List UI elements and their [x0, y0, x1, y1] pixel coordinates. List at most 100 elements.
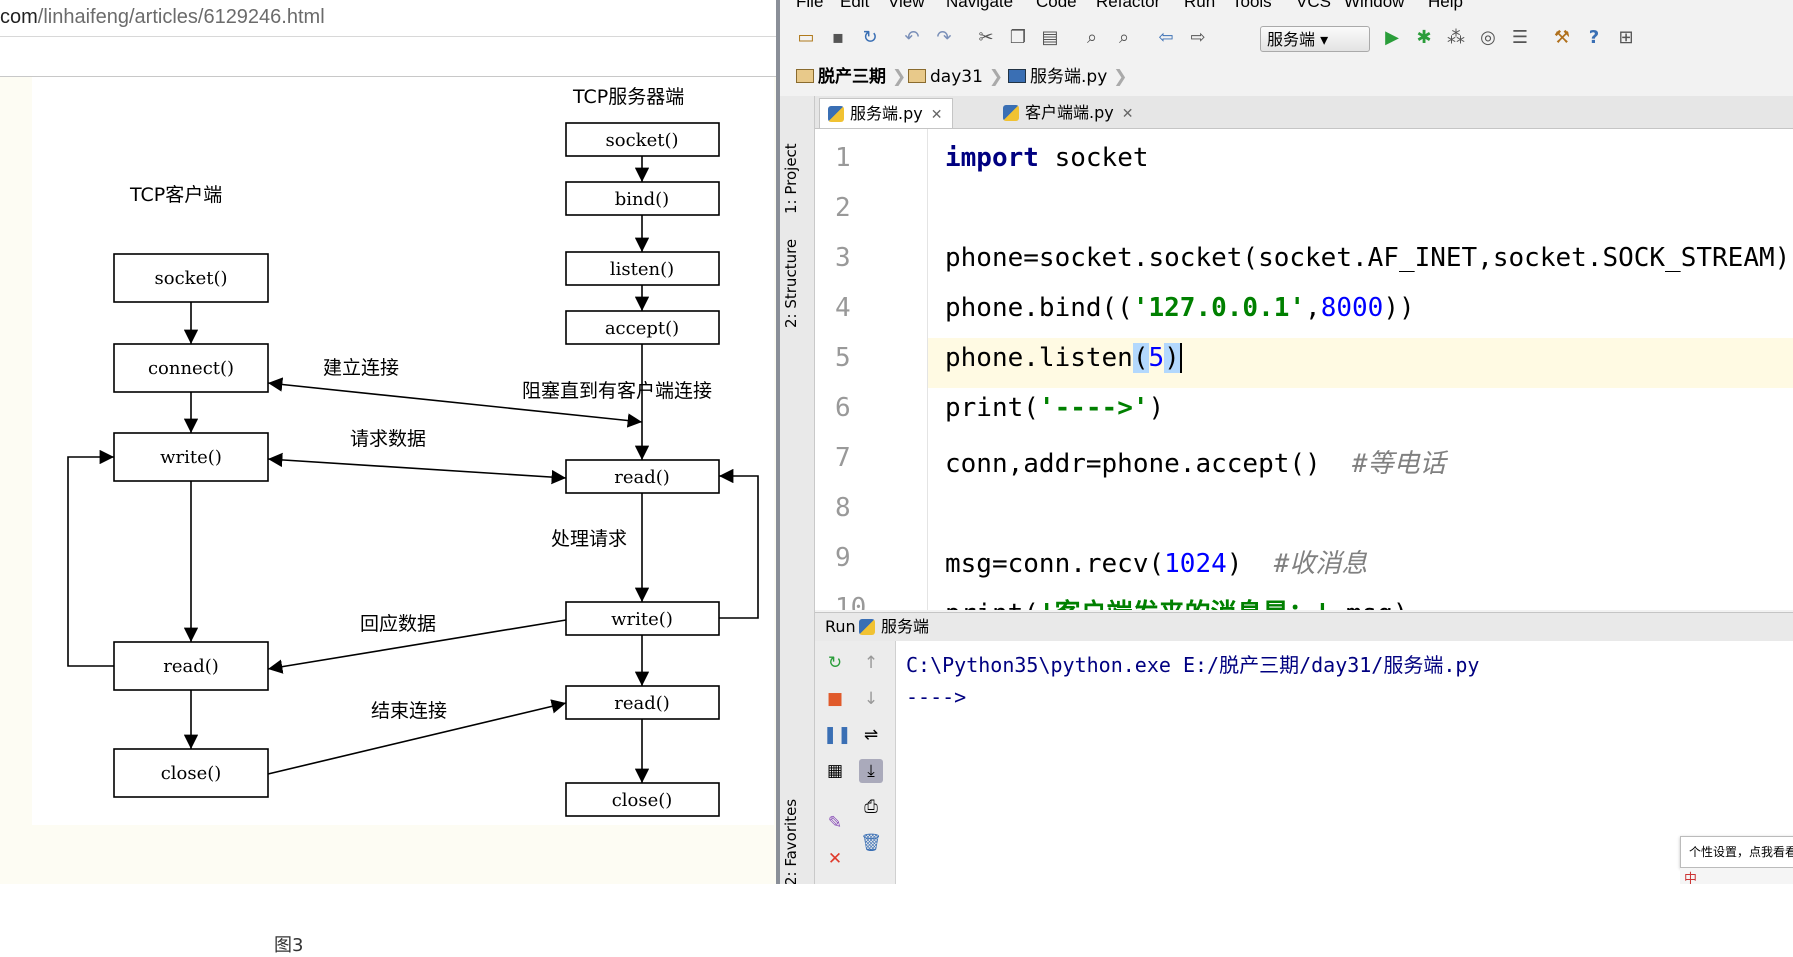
coverage-icon[interactable]: ⁂ — [1447, 27, 1465, 48]
console-line: C:\Python35\python.exe E:/脱产三期/day31/服务端… — [906, 653, 1480, 677]
run-config-dropdown[interactable]: 服务端 ▾ — [1260, 26, 1370, 52]
run-config-name[interactable]: 服务端 — [881, 617, 930, 636]
find-icon[interactable]: ⌕ — [1086, 27, 1098, 48]
tab-client-py[interactable]: 客户端端.py✕ — [995, 98, 1143, 128]
line-number: 9 — [835, 543, 851, 573]
menu-tools[interactable]: Tools — [1232, 0, 1272, 11]
toolbar: ▭ ▪ ↻ ↶ ↷ ✂ ❐ ▤ ⌕ ⌕ ⇦ ⇨ 服务端 ▾ ▶ ✱ ⁂ ◎ ☰ … — [780, 18, 1793, 60]
menu-code[interactable]: Code — [1036, 0, 1077, 11]
debug-icon[interactable]: ✱ — [1416, 27, 1432, 48]
sync-icon[interactable]: ↻ — [862, 27, 878, 48]
svg-text:bind(): bind() — [615, 189, 669, 210]
label-request: 请求数据 — [350, 428, 426, 450]
line-number: 3 — [835, 243, 851, 273]
run-config-label: 服务端 — [1267, 30, 1316, 49]
copy-icon[interactable]: ❐ — [1009, 27, 1027, 48]
structure-tool-tab[interactable]: 2: Structure — [782, 238, 800, 328]
breadcrumb-project[interactable]: 脱产三期❯ — [796, 62, 906, 92]
menu-refactor[interactable]: Refactor — [1096, 0, 1161, 11]
stop-icon[interactable]: ■ — [826, 689, 844, 709]
server-write-node: write() — [565, 601, 720, 636]
close-icon[interactable]: ✕ — [827, 849, 843, 869]
server-close-node: close() — [565, 782, 720, 817]
tcp-flow-diagram: TCP服务器端 TCP客户端 socket() bind() listen() … — [67, 86, 759, 817]
menu-file[interactable]: File — [796, 0, 824, 11]
menu-bar: File Edit View Navigate Code Refactor Ru… — [780, 0, 1793, 14]
server-title: TCP服务器端 — [572, 86, 684, 108]
paste-icon[interactable]: ▤ — [1041, 27, 1059, 48]
pause-icon[interactable]: ❚❚ — [823, 725, 852, 745]
python-file-icon — [1003, 105, 1019, 121]
divider — [0, 36, 777, 37]
help-icon[interactable]: ? — [1588, 27, 1600, 48]
svg-text:socket(): socket() — [155, 268, 228, 289]
redo-icon[interactable]: ↷ — [936, 27, 952, 48]
menu-run[interactable]: Run — [1184, 0, 1216, 11]
label-reply: 回应数据 — [360, 613, 436, 635]
soft-wrap-icon[interactable]: ⇌ — [863, 725, 879, 745]
line-number: 4 — [835, 293, 851, 323]
cut-icon[interactable]: ✂ — [978, 27, 994, 48]
scroll-to-end-icon[interactable]: ⤓ — [859, 759, 883, 783]
address-bar[interactable]: com/linhaifeng/articles/6129246.html — [0, 0, 777, 34]
save-icon[interactable]: ▪ — [831, 27, 845, 48]
code-line-7: conn,addr=phone.accept() #等电话 — [945, 449, 1446, 479]
forward-icon[interactable]: ⇨ — [1190, 27, 1206, 48]
breadcrumb-folder[interactable]: day31❯ — [908, 62, 1003, 92]
label-process: 处理请求 — [551, 528, 627, 550]
code-line-10: print('客户端发来的消息是：',msg) — [945, 593, 1409, 610]
plugin-icon[interactable]: ⊞ — [1618, 27, 1634, 48]
menu-edit[interactable]: Edit — [840, 0, 870, 11]
breadcrumb-file[interactable]: 服务端.py❯ — [1008, 62, 1128, 92]
server-listen-node: listen() — [565, 251, 720, 286]
layout-icon[interactable]: ▦ — [826, 761, 844, 781]
client-connect-node: connect() — [113, 343, 269, 393]
rerun-icon[interactable]: ↻ — [827, 653, 843, 673]
undo-icon[interactable]: ↶ — [904, 27, 920, 48]
scroll-up-icon[interactable]: ↑ — [863, 653, 879, 673]
line-number: 7 — [835, 443, 851, 473]
console-line: ----> — [906, 685, 967, 709]
tasks-icon[interactable]: ☰ — [1511, 27, 1529, 48]
svg-text:accept(): accept() — [605, 318, 679, 339]
folder-icon — [908, 69, 926, 83]
replace-icon[interactable]: ⌕ — [1118, 27, 1130, 48]
menu-help[interactable]: Help — [1428, 0, 1463, 11]
ide-window: File Edit View Navigate Code Refactor Ru… — [780, 0, 1793, 884]
notification-tooltip[interactable]: 个性设置，点我看看 — [1680, 836, 1793, 868]
menu-navigate[interactable]: Navigate — [946, 0, 1014, 11]
scroll-down-icon[interactable]: ↓ — [863, 689, 879, 709]
svg-text:write(): write() — [160, 447, 222, 468]
browser-window: com/linhaifeng/articles/6129246.html 图3 … — [0, 0, 777, 956]
client-title: TCP客户端 — [129, 184, 222, 206]
print-icon[interactable]: ⎙ — [864, 797, 878, 817]
trash-icon[interactable]: 🗑 — [860, 833, 882, 853]
tab-server-py[interactable]: 服务端.py✕ — [819, 98, 954, 128]
window-divider[interactable] — [776, 0, 780, 884]
close-icon[interactable]: ✕ — [930, 107, 943, 123]
client-socket-node: socket() — [113, 253, 269, 303]
menu-window[interactable]: Window — [1344, 0, 1405, 11]
project-tool-tab[interactable]: 1: Project — [782, 143, 800, 214]
run-console[interactable]: C:\Python35\python.exe E:/脱产三期/day31/服务端… — [896, 641, 1793, 884]
run-icon[interactable]: ▶ — [1385, 27, 1399, 48]
back-icon[interactable]: ⇦ — [1158, 27, 1174, 48]
svg-text:write(): write() — [611, 609, 673, 630]
editor-tab-bar: 服务端.py✕ 客户端端.py✕ — [815, 96, 1793, 129]
code-editor[interactable]: 1 2 3 4 5 6 7 8 9 10 import socket phone… — [815, 129, 1793, 610]
close-icon[interactable]: ✕ — [1121, 106, 1134, 122]
client-write-node: write() — [113, 432, 269, 482]
menu-vcs[interactable]: VCS — [1296, 0, 1331, 11]
favorites-tool-tab[interactable]: 2: Favorites — [782, 798, 800, 884]
server-accept-node: accept() — [565, 310, 720, 345]
profile-icon[interactable]: ◎ — [1480, 27, 1496, 48]
line-number: 6 — [835, 393, 851, 423]
menu-view[interactable]: View — [888, 0, 925, 11]
ime-indicator[interactable]: 中 — [1684, 872, 1698, 884]
svg-text:close(): close() — [161, 763, 222, 784]
code-line-6: print('---->') — [945, 393, 1165, 423]
line-number: 8 — [835, 493, 851, 523]
pin-icon[interactable]: ✎ — [827, 813, 843, 833]
open-folder-icon[interactable]: ▭ — [797, 27, 815, 48]
settings-icon[interactable]: ⚒ — [1553, 27, 1571, 48]
